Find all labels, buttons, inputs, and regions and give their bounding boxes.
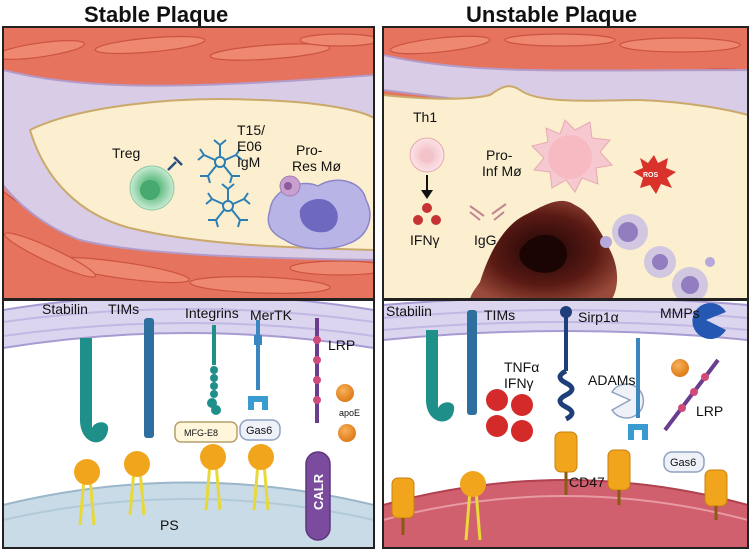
pro-inf-label-1: Pro- (486, 147, 513, 163)
calr-label: CALR (311, 473, 326, 510)
ros-label: ROS (643, 172, 659, 179)
apoptotic-cell-membrane-unstable (383, 479, 748, 548)
treg-label: Treg (112, 145, 140, 161)
pro-inflammatory-macrophage (531, 119, 613, 193)
tnfa-label: TNFα (504, 359, 539, 375)
igm-pentamer-icon-2 (205, 183, 251, 228)
stabilin-label-unstable: Stabilin (386, 303, 432, 319)
macrophage-label-2: Res Mø (292, 158, 341, 174)
treg-receptor-icon (167, 156, 183, 171)
apoe-label: apoE (339, 408, 360, 418)
stabilin-receptor-unstable (426, 330, 455, 422)
macrophage-label-1: Pro- (296, 142, 323, 158)
unstable-plaque-title: Unstable Plaque (466, 2, 638, 27)
ifng-label: IFNγ (410, 232, 440, 248)
mfge8-label: MFG-E8 (184, 428, 218, 438)
treg-nucleus (140, 180, 160, 200)
lrp-receptor-unstable (663, 358, 720, 432)
ifng-label-unstable: IFNγ (504, 375, 534, 391)
mertk-receptor-unstable (628, 338, 648, 440)
cd47-and-lipids (391, 431, 728, 541)
stable-panel-frame (2, 299, 375, 549)
adams-enzyme-icon (610, 383, 645, 419)
tims-receptor-unstable (467, 310, 477, 415)
macrophage-nucleus (299, 198, 338, 233)
th1-label: Th1 (413, 109, 437, 125)
antibody-label-1: T15/ (237, 122, 265, 138)
stable-plaque-title: Stable Plaque (84, 2, 229, 27)
mmps-label: MMPs (660, 305, 700, 321)
igm-pentamer-icon (197, 139, 243, 184)
gas6-bridge-unstable (663, 451, 705, 473)
apoe-particle-unstable (671, 359, 689, 377)
stable-artery-section: Treg T15/ E06 IgM Pro- Res Mø (3, 27, 374, 299)
ifng-dot (422, 203, 432, 213)
igg-antibody-icon (469, 203, 507, 221)
tnfa-ifng-cluster (486, 389, 533, 442)
stabilin-label: Stabilin (42, 301, 88, 317)
integrins-label: Integrins (185, 305, 239, 321)
tims-label-unstable: TIMs (484, 307, 515, 323)
mmps-enzyme-icon (692, 303, 726, 339)
mertk-label: MerTK (250, 307, 293, 323)
tims-label: TIMs (108, 301, 139, 317)
stable-efferocytosis-panel: CALR Stabilin TIMs Integrins MerTK LRP a… (3, 300, 374, 548)
integrin-receptor (207, 325, 221, 415)
mertk-receptor (248, 320, 268, 410)
ps-label: PS (160, 517, 179, 533)
unstable-artery-section: ROS Th1 IFNγ IgG Pro- Inf Mø (383, 27, 748, 299)
ros-burst-icon (633, 155, 676, 194)
gas6-label: Gas6 (246, 425, 272, 437)
tims-receptor (144, 318, 154, 438)
apoptotic-debris (600, 214, 715, 299)
igg-label: IgG (474, 232, 497, 248)
lrp-label: LRP (328, 337, 355, 353)
gas6-label-unstable: Gas6 (670, 457, 696, 469)
ifng-dot (431, 215, 441, 225)
ifng-dot (413, 215, 423, 225)
antibody-label-2: E06 (237, 138, 262, 154)
stabilin-receptor (80, 338, 109, 443)
mfge8-bridge (174, 421, 238, 443)
sirp1a-label: Sirp1α (578, 309, 619, 325)
pro-inf-label-2: Inf Mø (482, 163, 522, 179)
apoe-particle (336, 384, 354, 402)
antibody-label-3: IgM (237, 154, 260, 170)
calr-protein (305, 451, 331, 541)
gas6-bridge (239, 419, 281, 441)
adams-label: ADAMs (588, 372, 635, 388)
sirp1a-receptor (557, 306, 575, 422)
unstable-panel-frame (382, 299, 749, 549)
lrp-receptor (313, 318, 321, 423)
cd47-label: CD47 (569, 474, 605, 490)
unstable-efferocytosis-panel: Stabilin TIMs Sirp1α MMPs TNFα IFNγ ADAM… (383, 300, 748, 548)
apoe-particle (338, 424, 356, 442)
apoptotic-cell-membrane (3, 481, 374, 548)
ps-lipids (74, 444, 274, 526)
lrp-label-unstable: LRP (696, 403, 723, 419)
